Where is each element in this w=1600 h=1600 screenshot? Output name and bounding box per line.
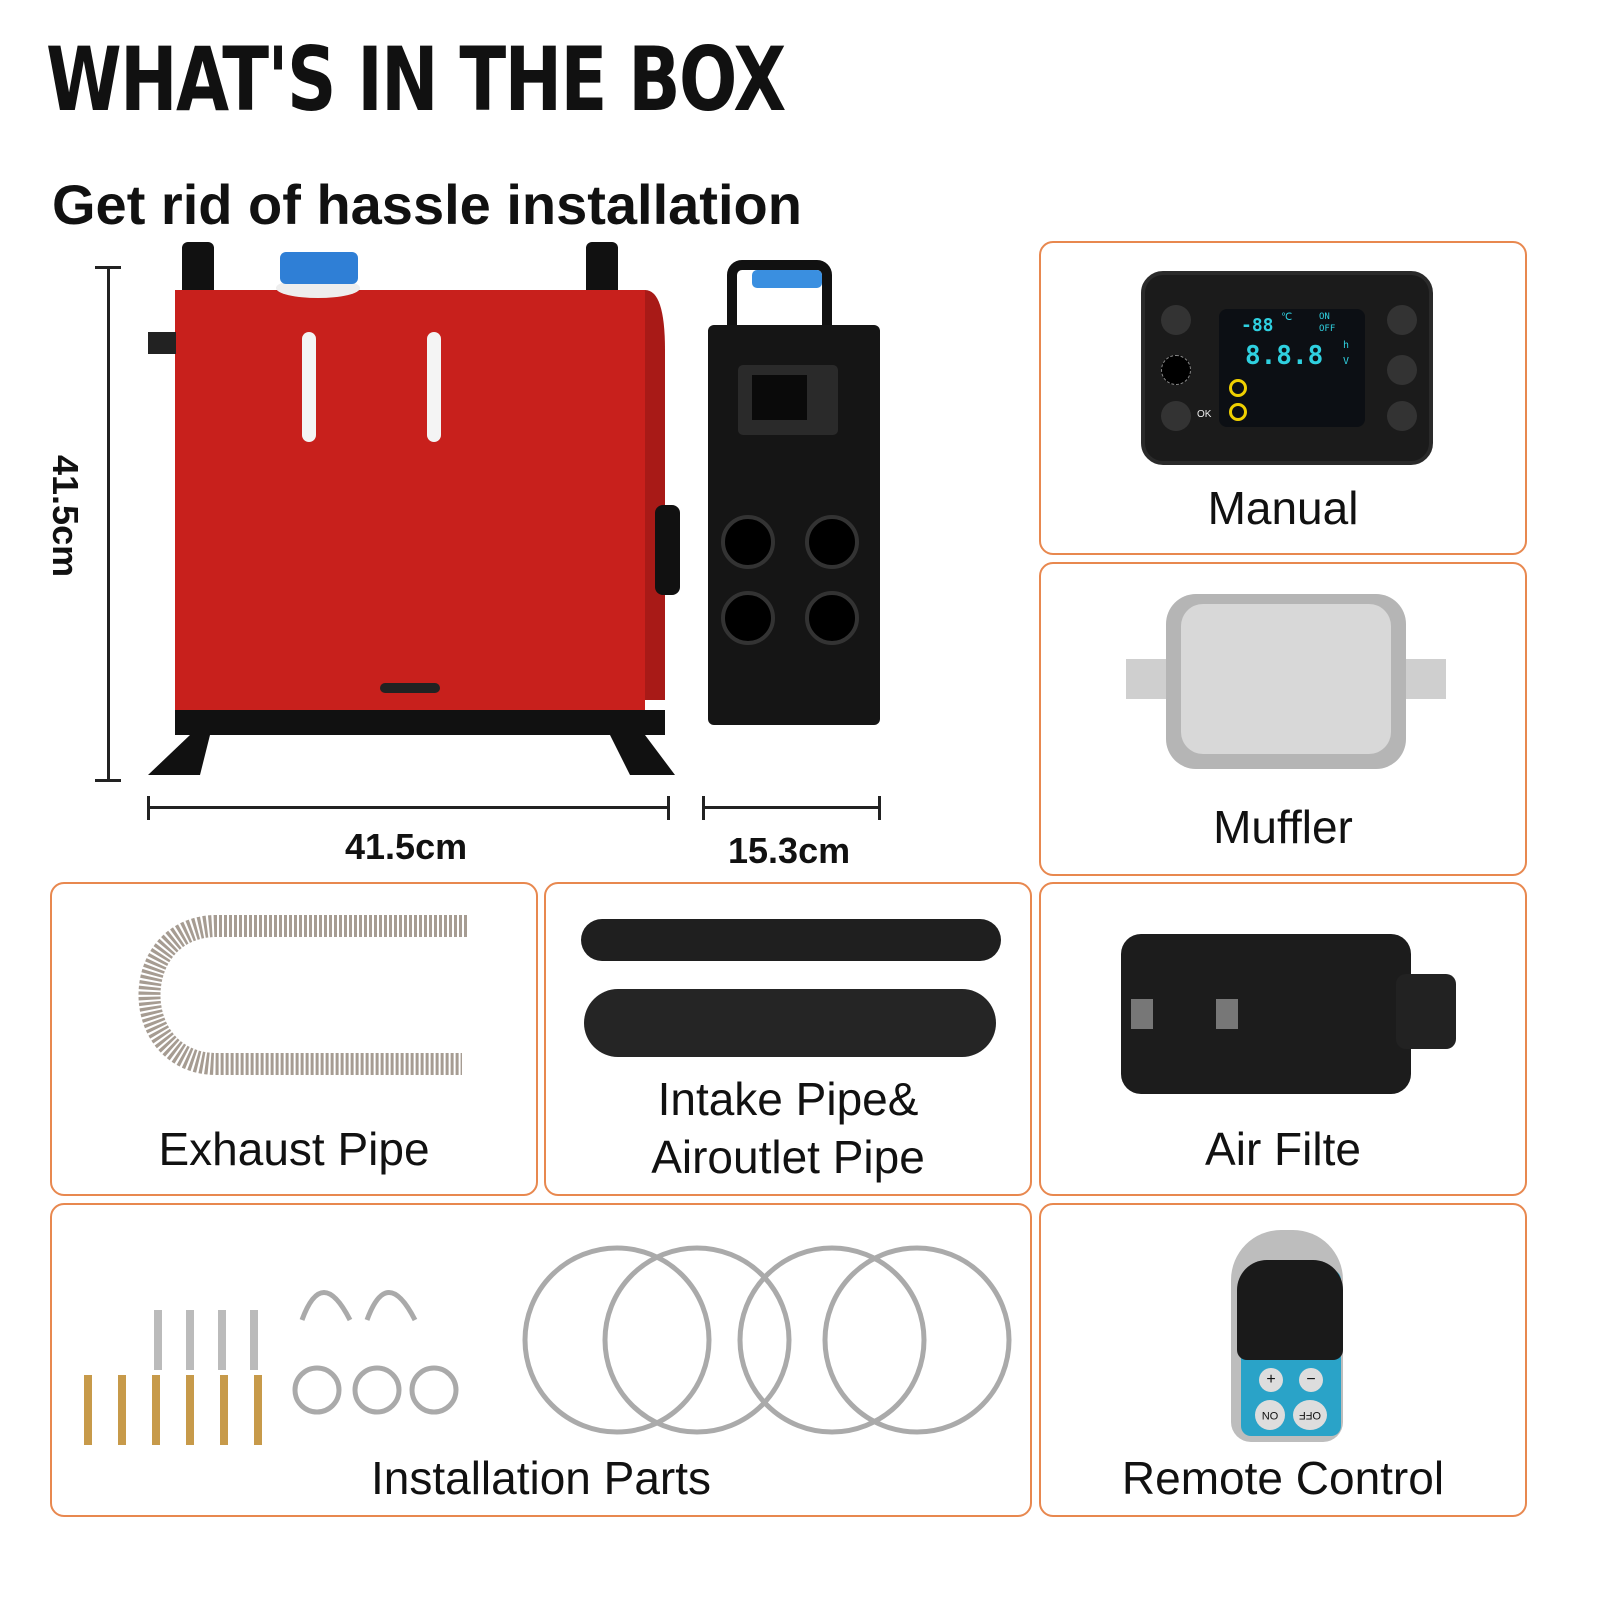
heater-side-unit bbox=[708, 260, 880, 725]
item-card-installation-parts: Installation Parts bbox=[50, 1203, 1032, 1517]
display-unit-h: h bbox=[1343, 340, 1350, 351]
depth-dimension-label: 15.3cm bbox=[728, 830, 851, 871]
item-card-remote-control: + − ON OFF Remote Control bbox=[1039, 1203, 1527, 1517]
item-card-intake-pipe: Intake Pipe& Airoutlet Pipe bbox=[544, 882, 1032, 1196]
controller-button bbox=[1161, 401, 1191, 431]
display-temp: -88 bbox=[1241, 315, 1274, 336]
controller-panel-image: -88 ℃ ON OFF 8.8.8 h V OK bbox=[1141, 271, 1433, 465]
display-main: 8.8.8 bbox=[1245, 341, 1324, 371]
controller-display: -88 ℃ ON OFF 8.8.8 h V bbox=[1219, 309, 1365, 427]
controller-button bbox=[1387, 401, 1417, 431]
air-filter-image bbox=[1121, 934, 1456, 1094]
width-dimension-line bbox=[148, 806, 670, 809]
page-title: WHAT'S IN THE BOX bbox=[46, 28, 786, 131]
display-unit: ℃ bbox=[1281, 312, 1293, 323]
dim-tick bbox=[878, 796, 881, 820]
intake-pipes-image bbox=[581, 919, 1001, 1057]
item-label-line2: Airoutlet Pipe bbox=[651, 1131, 925, 1183]
dim-tick bbox=[147, 796, 150, 820]
remote-control-image: + − ON OFF bbox=[1231, 1230, 1343, 1442]
item-card-exhaust-pipe: Exhaust Pipe bbox=[50, 882, 538, 1196]
remote-off-button: OFF bbox=[1293, 1400, 1327, 1430]
remote-cover bbox=[1237, 1260, 1343, 1360]
item-label: Installation Parts bbox=[370, 1452, 712, 1504]
item-label: Air Filte bbox=[1205, 1123, 1361, 1175]
exhaust-pipe-image bbox=[138, 915, 467, 1075]
item-label: Intake Pipe& bbox=[657, 1073, 919, 1125]
remote-on-button: ON bbox=[1255, 1400, 1285, 1430]
display-off: OFF bbox=[1319, 324, 1336, 334]
controller-button bbox=[1387, 355, 1417, 385]
item-label: Exhaust Pipe bbox=[158, 1123, 430, 1175]
installation-parts-image bbox=[84, 1245, 1012, 1445]
muffler-image bbox=[1126, 594, 1446, 769]
heater-image bbox=[148, 242, 880, 775]
ok-label: OK bbox=[1197, 409, 1212, 420]
controller-button bbox=[1161, 305, 1191, 335]
item-label: Remote Control bbox=[1121, 1452, 1445, 1504]
minus-circle-icon bbox=[1229, 403, 1247, 421]
dim-tick bbox=[702, 796, 705, 820]
page-subtitle: Get rid of hassle installation bbox=[52, 173, 802, 236]
item-card-manual: -88 ℃ ON OFF 8.8.8 h V OK Manual bbox=[1039, 241, 1527, 555]
height-dimension-label: 41.5cm bbox=[45, 455, 86, 578]
dim-tick bbox=[667, 796, 670, 820]
display-on: ON bbox=[1319, 312, 1330, 322]
controller-sensor bbox=[1161, 355, 1191, 385]
item-card-muffler: Muffler bbox=[1039, 562, 1527, 876]
heater-main-unit bbox=[148, 242, 680, 775]
item-label: Muffler bbox=[1213, 801, 1353, 853]
remote-minus-button: − bbox=[1299, 1368, 1323, 1392]
width-dimension-label: 41.5cm bbox=[345, 826, 468, 867]
remote-plus-button: + bbox=[1259, 1368, 1283, 1392]
height-dimension-line bbox=[107, 266, 110, 782]
flame-icon bbox=[1229, 379, 1247, 397]
item-card-air-filter: Air Filte bbox=[1039, 882, 1527, 1196]
display-unit-v: V bbox=[1343, 356, 1350, 367]
dim-tick bbox=[95, 779, 121, 782]
depth-dimension-line bbox=[703, 806, 881, 809]
controller-button bbox=[1387, 305, 1417, 335]
item-label: Manual bbox=[1207, 482, 1359, 534]
dim-tick bbox=[95, 266, 121, 269]
